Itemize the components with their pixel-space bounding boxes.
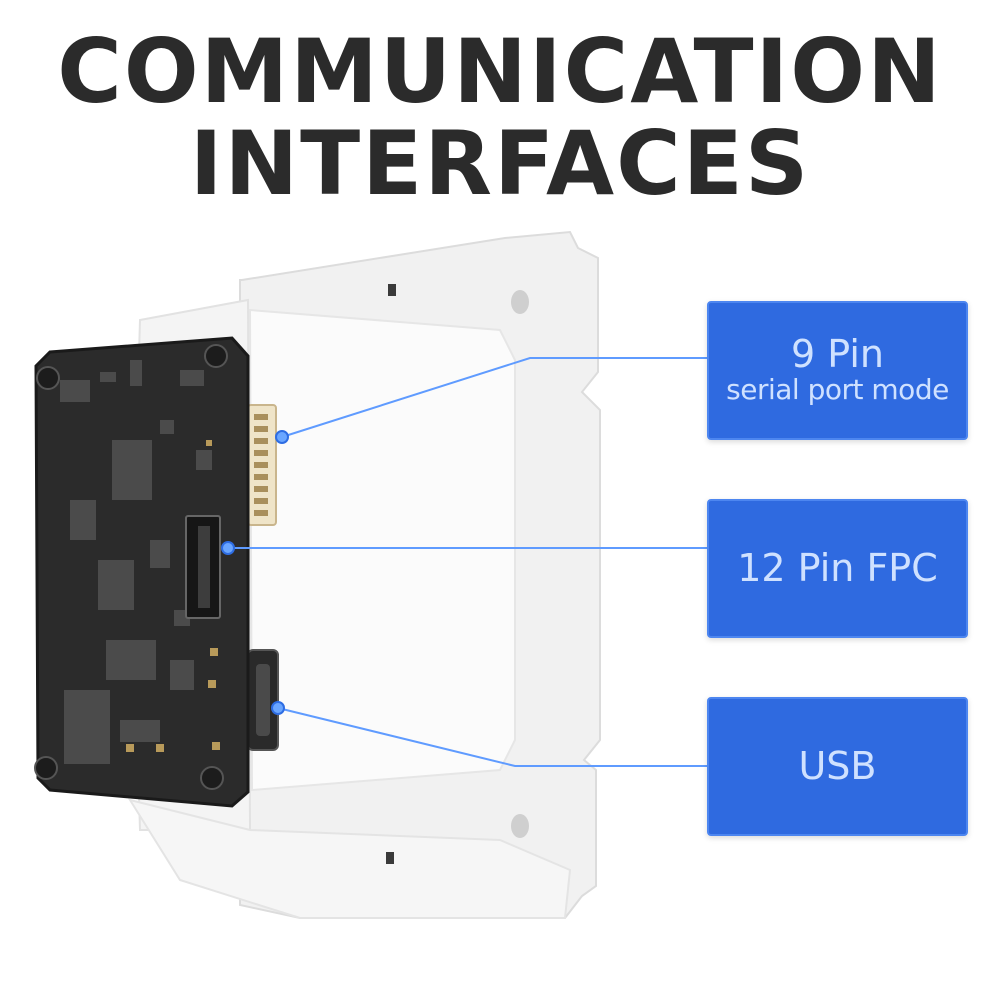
callout-dot-usb bbox=[271, 701, 285, 715]
screw-top-right bbox=[204, 344, 228, 368]
label-fpc-main: 12 Pin FPC bbox=[737, 545, 938, 590]
housing-cavity bbox=[248, 308, 516, 792]
screw-bottom-right bbox=[200, 766, 224, 790]
mount-hole-top bbox=[511, 290, 529, 314]
housing-slot-top bbox=[388, 284, 396, 296]
callout-dot-serial bbox=[275, 430, 289, 444]
housing-slot-bottom bbox=[386, 852, 394, 864]
screw-top-left bbox=[36, 366, 60, 390]
callout-line-usb bbox=[277, 707, 708, 767]
label-serial-main: 9 Pin bbox=[791, 332, 884, 377]
pcb-components bbox=[60, 360, 214, 764]
screw-bottom-left bbox=[34, 756, 58, 780]
page-title-line-2: INTERFACES bbox=[189, 112, 811, 215]
callout-line-serial bbox=[281, 357, 708, 438]
pcb-board bbox=[34, 336, 250, 808]
label-box-serial: 9 Pin serial port mode bbox=[707, 301, 968, 440]
mount-hole-bottom bbox=[511, 814, 529, 838]
page-title-line-1: COMMUNICATION bbox=[57, 20, 943, 123]
label-box-usb: USB bbox=[707, 697, 968, 836]
label-usb-main: USB bbox=[798, 743, 877, 788]
housing-bottom-flange bbox=[127, 798, 572, 919]
callout-dot-fpc bbox=[221, 541, 235, 555]
callout-lines bbox=[228, 357, 708, 767]
label-box-fpc: 12 Pin FPC bbox=[707, 499, 968, 638]
label-serial-sub: serial port mode bbox=[726, 373, 949, 407]
